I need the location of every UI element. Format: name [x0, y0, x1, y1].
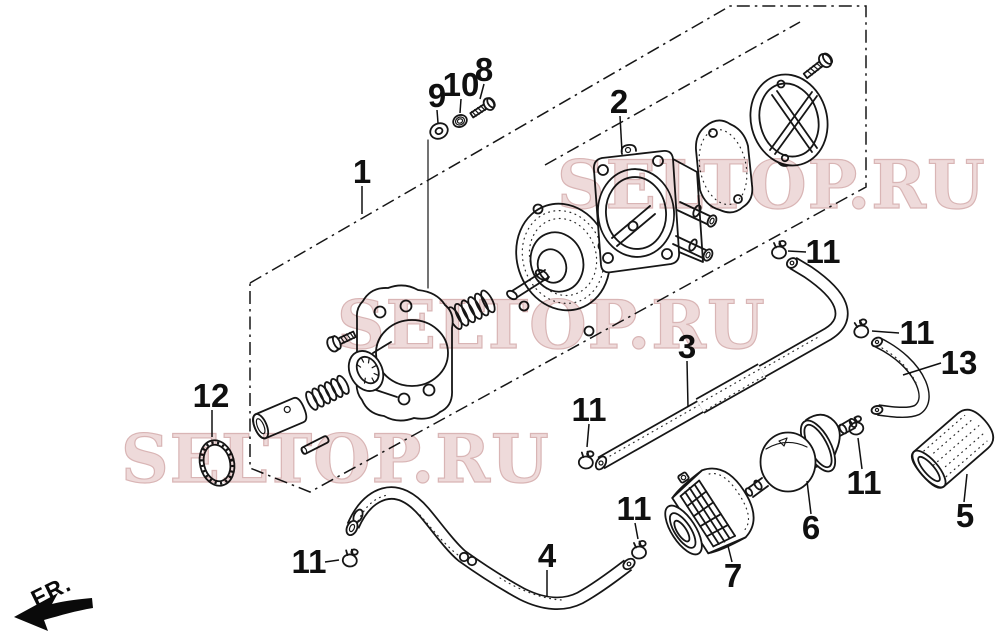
- front-direction-marker: FR.: [14, 570, 93, 631]
- part-label: 2: [610, 83, 628, 120]
- leader-line: [963, 473, 968, 503]
- part-label: 9: [428, 77, 446, 114]
- part-4-hose: [345, 486, 636, 610]
- leader-line: [806, 480, 812, 515]
- watermark-text: SELTOP.RU: [557, 146, 986, 224]
- leader-line: [857, 437, 863, 470]
- washer: [429, 122, 449, 140]
- part-label: 8: [475, 51, 493, 88]
- hose-clip: [631, 540, 647, 560]
- leader-line: [787, 250, 807, 253]
- part-label: 6: [802, 509, 820, 546]
- hose-clip: [341, 547, 360, 569]
- leader-line: [459, 98, 462, 114]
- part-label: 11: [900, 314, 935, 351]
- gasket: [695, 119, 754, 214]
- part-label: 12: [193, 377, 230, 414]
- hose-clip: [577, 449, 595, 471]
- part-label: 11: [617, 490, 652, 527]
- part-label: 4: [538, 537, 557, 574]
- cover-plate: [749, 73, 829, 167]
- leader-line: [436, 109, 439, 124]
- leader-line: [586, 423, 590, 448]
- watermark-text: SELTOP.RU: [121, 420, 550, 498]
- part-6-fuel-filter: [744, 413, 858, 498]
- part-2-pump-group: [429, 52, 834, 337]
- spring-washer: [452, 114, 468, 128]
- part-label: 3: [678, 328, 696, 365]
- part-7-grommet: [664, 467, 755, 556]
- cover-bolt: [802, 52, 834, 80]
- part-1-base-assembly: [252, 284, 496, 455]
- part-label: 1: [353, 153, 371, 190]
- leader-line: [634, 522, 639, 540]
- part-label: 11: [292, 543, 327, 580]
- assembly-boundary-box: [249, 5, 867, 493]
- pump-base-flange: [347, 284, 454, 422]
- piston-bushing: [252, 396, 308, 440]
- leader-line: [871, 330, 900, 334]
- part-5-foam-sleeve: [910, 408, 995, 489]
- part-label: 11: [806, 233, 841, 270]
- flange-bolt: [469, 97, 496, 119]
- leader-line: [686, 360, 689, 408]
- leader-line: [324, 559, 340, 563]
- part-label: 10: [443, 66, 480, 103]
- watermark-text: SELTOP.RU: [337, 286, 766, 364]
- pump-body: [593, 143, 718, 274]
- part-label: 11: [847, 464, 882, 501]
- small-spring: [305, 374, 350, 411]
- hose-clip: [851, 317, 871, 340]
- part-12-o-ring: [198, 439, 236, 487]
- part-13-hose: [870, 336, 930, 419]
- inner-boundary-line: [544, 21, 801, 166]
- part-label: 7: [724, 557, 742, 594]
- part-3-fuel-pipe: [594, 256, 849, 471]
- base-screw: [326, 330, 357, 353]
- part-label: 11: [572, 391, 607, 428]
- watermark-layer: SELTOP.RU SELTOP.RU SELTOP.RU: [120, 145, 986, 498]
- leader-line: [727, 545, 733, 563]
- part-label: 5: [956, 497, 974, 534]
- pin: [300, 435, 330, 455]
- leader-line: [479, 83, 485, 100]
- hose-clip: [771, 239, 787, 260]
- leader-line: [902, 362, 942, 376]
- leader-line: [619, 115, 623, 153]
- part-label: 13: [941, 344, 978, 381]
- fr-arrow: [14, 593, 93, 631]
- spline-collar: [347, 350, 385, 392]
